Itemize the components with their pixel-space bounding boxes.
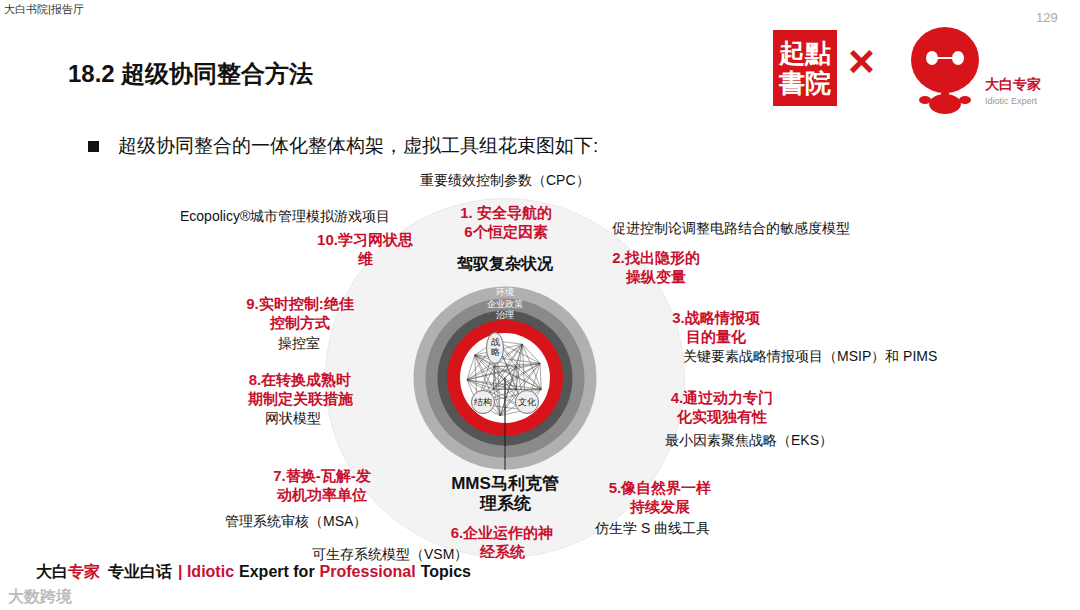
footer-slogan: | Idiotic xyxy=(178,562,234,582)
tool-name: 网状模型 xyxy=(265,410,321,427)
logo-cross: × xyxy=(848,36,875,86)
footer-slogan: 专业白话 xyxy=(108,562,172,582)
watermark: 大数跨境 xyxy=(8,587,72,606)
ring-governance: 治理战略结构 文化 xyxy=(437,310,573,446)
tool-step: 5.像自然界一样 持续发展 xyxy=(604,478,716,516)
tool-name: 操控室 xyxy=(278,335,320,352)
node-label: 战略 xyxy=(491,338,500,358)
footer-slogan: Expert for xyxy=(239,562,315,582)
tool-step: 2.找出隐形的 操纵变量 xyxy=(606,248,706,286)
tool-name: 最小因素聚焦战略（EKS） xyxy=(665,432,833,449)
tool-step: 8.在转换成熟时 期制定关联措施 xyxy=(244,370,356,408)
footer-slogan: Topics xyxy=(421,562,471,582)
bullet-square xyxy=(88,141,99,152)
node-label: 环境 xyxy=(475,287,535,297)
slide-title: 18.2 超级协同整合方法 xyxy=(68,58,313,90)
tool-step: 3.战略情报项 目的量化 xyxy=(666,308,766,346)
tool-name: 管理系统审核（MSA） xyxy=(225,513,367,530)
strategy-circle: 战略 xyxy=(486,332,504,364)
node-label: 文化 xyxy=(515,397,539,407)
tool-name: Ecopolicy®城市管理模拟游戏项目 xyxy=(180,208,390,225)
structure-circle: 结构 xyxy=(471,390,495,414)
tool-name: 仿生学 S 曲线工具 xyxy=(595,520,710,537)
tool-name: 可生存系统模型（VSM） xyxy=(312,546,468,563)
tool-name: 关键要素战略情报项目（MSIP）和 PIMS xyxy=(683,348,937,365)
ring-environment: 环境企业政策治理战略结构 文化 xyxy=(413,286,597,470)
node-outline xyxy=(437,310,573,446)
tool-step: 4.通过动力专门 化实现独有性 xyxy=(666,388,778,426)
footer-brand: 专家 xyxy=(68,562,100,582)
logo-name: 大白专家 xyxy=(985,76,1041,93)
node-label: 结构 xyxy=(471,397,495,407)
node-label: 企业政策 xyxy=(475,299,535,309)
logo-subtitle: Idiotic Expert xyxy=(985,96,1037,107)
footer-brand: 大白 xyxy=(36,562,68,582)
mascot-logo xyxy=(911,27,979,114)
node-label: 治理 xyxy=(485,310,525,320)
tool-step: 9.实时控制:绝佳 控制方式 xyxy=(241,294,359,332)
node-label: 起點書院 xyxy=(779,38,831,98)
page-number: 129 xyxy=(1036,10,1058,26)
tool-step: 10.学习网状思 维 xyxy=(317,230,413,268)
footer-slogan: Professional xyxy=(320,562,416,582)
ring-policy: 企业政策治理战略结构 文化 xyxy=(425,298,585,458)
tool-name: 重要绩效控制参数（CPC） xyxy=(420,172,590,189)
node-sublabel: MMS马利克管理系统 xyxy=(449,474,561,514)
network-graph xyxy=(467,341,541,416)
culture-circle: 文化 xyxy=(515,390,539,414)
tool-step: 1. 安全导航的 6个恒定因素 xyxy=(453,203,559,241)
header-source: 大白书院|报告厅 xyxy=(4,3,84,16)
tool-step: 7.替换-瓦解-发 动机功率单位 xyxy=(268,466,376,504)
footer-row: 大白专家专业白话 | IdioticExpert forProfessionalT… xyxy=(36,562,471,582)
node-label: 驾驭复杂状况 xyxy=(405,254,605,273)
logo-box: 起點書院 xyxy=(773,30,837,106)
tool-name: 促进控制论调整电路结合的敏感度模型 xyxy=(612,220,850,237)
bullet-text: 超级协同整合的一体化整体构架，虚拟工具组花束图如下: xyxy=(118,134,598,157)
